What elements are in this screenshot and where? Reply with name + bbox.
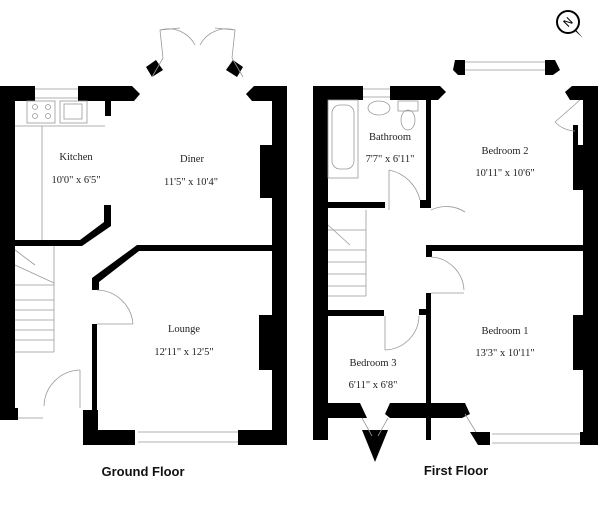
ground-floor-fixtures xyxy=(14,27,244,443)
first-floor-fixtures xyxy=(327,61,581,444)
first-floor-title: First Floor xyxy=(423,463,489,478)
room-name-diner: Diner xyxy=(180,154,204,165)
room-name-lounge: Lounge xyxy=(167,324,201,335)
room-name-bathroom: Bathroom xyxy=(369,132,411,143)
room-size-bedroom-3: 6'11" x 6'8" xyxy=(348,380,398,391)
room-size-kitchen: 10'0" x 6'5" xyxy=(51,175,101,186)
compass-north-icon: N xyxy=(556,10,583,38)
room-size-lounge: 12'11" x 12'5" xyxy=(154,347,214,358)
room-name-kitchen: Kitchen xyxy=(59,152,93,163)
room-name-bedroom-1: Bedroom 1 xyxy=(481,326,529,337)
room-name-bedroom-2: Bedroom 2 xyxy=(481,146,529,157)
room-size-bathroom: 7'7" x 6'11" xyxy=(365,154,415,165)
ground-floor-title: Ground Floor xyxy=(101,464,185,479)
room-size-bedroom-2: 10'11" x 10'6" xyxy=(475,168,535,179)
room-size-bedroom-1: 13'3" x 10'11" xyxy=(475,348,535,359)
room-name-bedroom-3: Bedroom 3 xyxy=(349,358,397,369)
room-size-diner: 11'5" x 10'4" xyxy=(164,177,218,188)
first-floor-walls xyxy=(313,60,598,462)
ground-floor-walls xyxy=(0,60,287,445)
